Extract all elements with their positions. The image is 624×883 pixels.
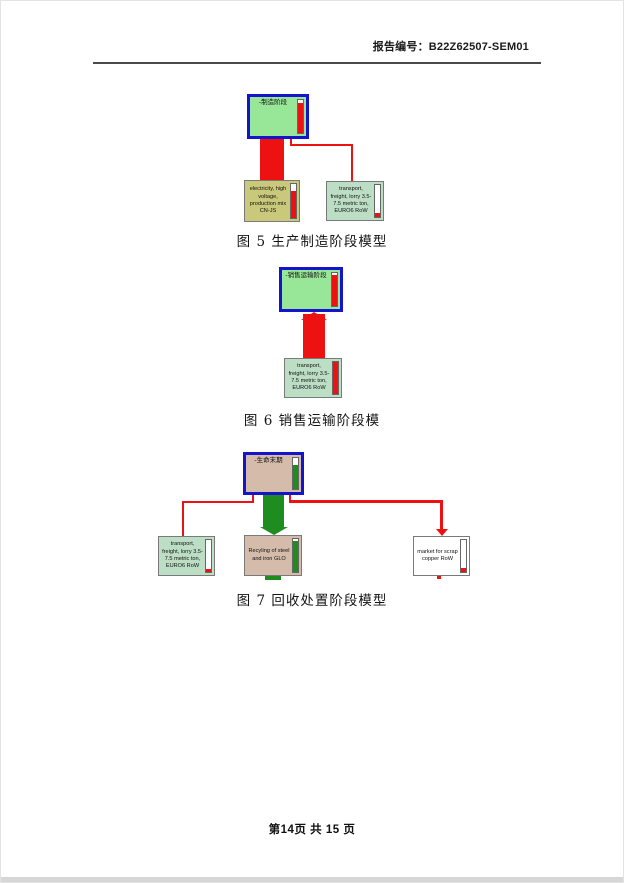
fig6-caption: 图 6 销售运输阶段模 xyxy=(243,413,381,429)
fig7-caption: 图 7 回收处置阶段模型 xyxy=(236,593,388,609)
fig5-process-transport-label: transport, freight, lorry 3.5-7.5 metric… xyxy=(330,186,372,215)
fig7-flow-red-stub xyxy=(437,576,441,579)
fig5-process-electricity-label: electricity, high voltage, production mi… xyxy=(249,186,287,215)
fig5-stage-indicator-fill xyxy=(298,102,303,133)
fig5-caption: 图 5 生产制造阶段模型 xyxy=(236,234,388,250)
fig7-process-transport-bar xyxy=(205,539,212,573)
fig5-flow-band-electricity xyxy=(260,138,284,181)
fig5-stage-box: -制造阶段 xyxy=(247,94,309,139)
fig5-flow-line-transport xyxy=(290,144,353,146)
fig7-process-scrap-copper-fill xyxy=(461,567,466,572)
fig5-process-electricity: electricity, high voltage, production mi… xyxy=(244,180,300,222)
fig6-stage-box: -销售运输阶段 xyxy=(279,267,343,312)
fig7-flow-line-scrap-copper xyxy=(440,500,443,529)
fig7-process-recycling-bar xyxy=(292,538,299,573)
fig5-process-transport-bar xyxy=(374,184,381,218)
fig6-process-transport-fill xyxy=(333,362,338,394)
fig7-flow-band-recycling xyxy=(263,494,284,528)
page-bottom-edge xyxy=(1,877,623,882)
fig6-process-transport: transport, freight, lorry 3.5-7.5 metric… xyxy=(284,358,342,398)
fig6-process-transport-bar xyxy=(332,361,339,395)
report-number-value: B22Z62507-SEM01 xyxy=(428,41,529,53)
fig7-flow-line-transport xyxy=(252,494,254,503)
fig7-process-transport-label: transport, freight, lorry 3.5-7.5 metric… xyxy=(162,541,203,570)
fig5-process-electricity-fill xyxy=(291,191,296,218)
fig5-stage-indicator-bar xyxy=(297,99,304,134)
fig6-flow-band-transport xyxy=(303,314,325,360)
fig7-stage-indicator-bar xyxy=(292,457,299,490)
fig5-process-transport-fill xyxy=(375,212,380,217)
fig7-flow-line-scrap-copper xyxy=(289,500,443,503)
fig7-process-transport-fill xyxy=(206,569,211,572)
fig7-process-transport: transport, freight, lorry 3.5-7.5 metric… xyxy=(158,536,215,576)
fig7-flow-line-scrap-copper xyxy=(289,494,291,503)
fig6-flow-arrowhead-up-icon xyxy=(301,312,327,320)
fig7-process-scrap-copper-label: market for scrap copper RoW xyxy=(417,548,458,562)
page-number: 第14页 共 15 页 xyxy=(268,824,356,836)
fig7-flow-line-transport xyxy=(182,501,184,536)
fig6-stage-indicator-fill xyxy=(332,274,337,306)
header-rule xyxy=(93,62,541,64)
fig7-process-recycling: Recyling of steel and iron GLO xyxy=(244,535,302,576)
fig6-process-transport-label: transport, freight, lorry 3.5-7.5 metric… xyxy=(288,363,330,392)
fig7-flow-arrowhead-down-green-icon xyxy=(260,527,288,535)
report-number-label: 报告编号： xyxy=(372,41,429,53)
fig7-stage-indicator-fill xyxy=(293,464,298,489)
fig5-process-electricity-bar xyxy=(290,183,297,219)
fig6-stage-label: -销售运输阶段 xyxy=(285,272,327,279)
fig5-flow-line-transport xyxy=(351,144,353,182)
report-number: 报告编号：B22Z62507-SEM01 xyxy=(373,38,529,54)
fig7-flow-line-transport xyxy=(182,501,254,503)
fig5-flow-line-transport xyxy=(290,138,292,146)
fig7-process-scrap-copper-bar xyxy=(460,539,467,573)
fig7-stage-label: -生命末期 xyxy=(254,457,283,464)
fig7-flow-green-stub xyxy=(265,576,281,580)
fig5-process-transport: transport, freight, lorry 3.5-7.5 metric… xyxy=(326,181,384,221)
fig7-flow-arrowhead-down-red-icon xyxy=(436,529,448,536)
fig6-stage-indicator-bar xyxy=(331,272,338,307)
fig7-process-scrap-copper: market for scrap copper RoW xyxy=(413,536,470,576)
fig7-process-recycling-fill xyxy=(293,540,298,572)
fig5-stage-label: -制造阶段 xyxy=(258,99,288,106)
fig7-stage-box: -生命末期 xyxy=(243,452,304,495)
fig7-process-recycling-label: Recyling of steel and iron GLO xyxy=(248,548,290,562)
